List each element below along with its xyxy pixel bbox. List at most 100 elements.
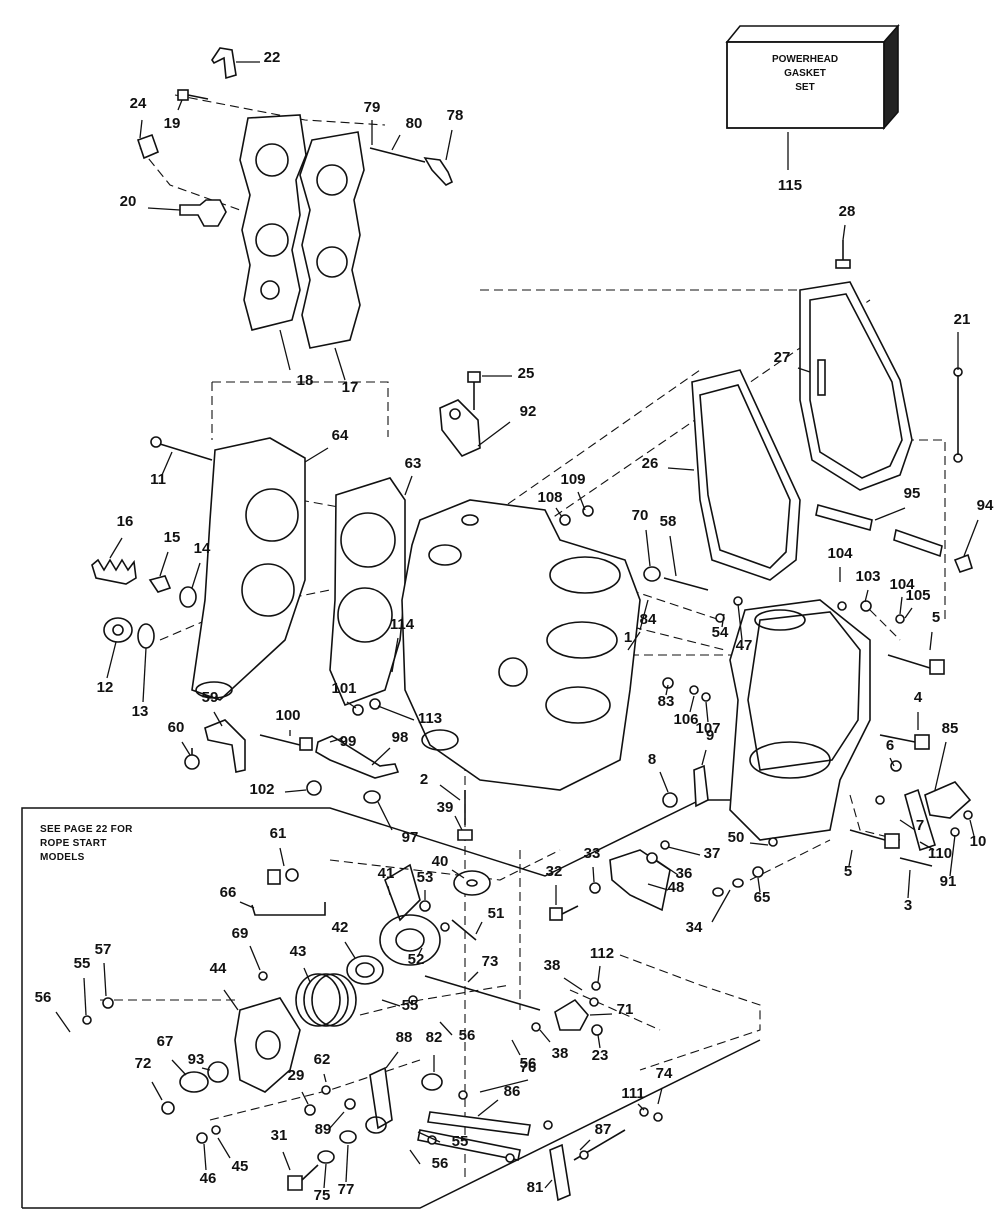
callout-leader-40 [451,869,465,879]
small-parts [82,505,973,1163]
callout-105: 105 [905,587,930,604]
callout-38: 38 [544,957,561,974]
callout-leader-16 [109,537,123,559]
callout-leader-50 [749,842,769,846]
callout-leader-81 [544,1179,553,1189]
callout-leader-5 [848,849,853,867]
bushing-42 [346,955,384,985]
callout-9: 9 [706,727,714,744]
cam-41 [379,863,441,966]
callout-leader-71 [589,1013,613,1016]
callout-leader-64 [304,447,329,463]
bracket-85 [924,781,972,819]
callout-41: 41 [378,865,395,882]
callout-92: 92 [520,403,537,420]
callout-72: 72 [135,1055,152,1072]
callout-leader-23 [597,1034,601,1049]
bolt-102 [306,780,322,796]
callout-33: 33 [584,845,601,862]
callout-34: 34 [686,919,703,936]
callout-95: 95 [904,485,921,502]
callout-leader-9 [701,749,707,766]
callout-5: 5 [932,609,940,626]
fitting-94 [953,553,973,573]
callout-leader-109 [577,491,586,511]
callout-leader-113 [377,705,415,721]
callout-48: 48 [668,879,685,896]
callout-leader-5 [929,631,933,651]
callout-leader-60 [181,741,191,756]
callout-8: 8 [648,751,656,768]
valve-15 [148,575,172,593]
callout-leader-26 [667,467,695,471]
rod-73 [424,975,541,1011]
inset-frame: SEE PAGE 22 FOR ROPE START MODELS [21,799,761,1209]
bolt-28 [835,240,851,269]
callout-leader-102 [284,789,307,793]
callout-46: 46 [200,1170,217,1187]
callout-103: 103 [855,568,880,585]
callout-leader-8 [659,771,669,793]
callout-53: 53 [417,869,434,886]
bolt-8 [662,792,678,808]
callout-100: 100 [275,707,300,724]
callout-56: 56 [432,1155,449,1172]
callout-11: 11 [150,471,166,488]
callout-31: 31 [271,1127,288,1144]
callout-42: 42 [332,919,349,936]
callout-leader-76 [479,1079,529,1093]
sender-20 [179,199,227,227]
callout-19: 19 [164,115,181,132]
callout-leader-103 [864,589,869,603]
callout-leader-88 [385,1051,399,1069]
fitting-77 [339,1130,357,1144]
callout-leader-43 [303,967,311,983]
callout-leader-89 [329,1111,345,1129]
thermostat-12 [103,617,133,643]
bracket-92 [439,399,481,457]
callout-leader-104 [899,596,903,615]
callout-15: 15 [164,529,181,546]
callout-leader-87 [579,1139,591,1151]
callout-25: 25 [518,365,535,382]
bolt-4 [879,734,930,750]
callout-13: 13 [132,703,149,720]
callout-leader-58 [669,535,677,577]
callout-17: 17 [342,379,359,396]
tube-95 [815,503,943,558]
callout-69: 69 [232,925,249,942]
callout-106: 106 [673,711,698,728]
gasket-13 [137,623,155,649]
callout-leader-54 [721,613,725,628]
callout-104: 104 [889,576,915,593]
callout-2: 2 [420,771,428,788]
callout-leader-44 [223,989,239,1011]
callout-leader-47 [737,603,743,641]
callout-108: 108 [537,489,562,506]
callout-leader-61 [279,847,285,867]
callout-leader-56 [511,1039,521,1056]
callout-47: 47 [736,637,753,654]
callout-leader-114 [391,637,399,673]
spring-16 [91,558,137,585]
callout-leader-77 [345,1144,349,1183]
callout-leader-38 [539,1029,551,1043]
callout-leader-67 [171,1059,187,1076]
callout-10: 10 [970,833,987,850]
callout-leader-93 [201,1067,211,1071]
callout-leader-13 [142,647,147,703]
callout-leader-55 [417,1131,441,1143]
arm-88 [365,1066,393,1134]
callout-4: 4 [914,689,923,706]
stud-2-39 [457,790,473,841]
callout-82: 82 [426,1029,443,1046]
callout-leader-31 [282,1151,291,1171]
callout-leader-110 [919,841,935,851]
callout-65: 65 [754,889,771,906]
callout-52: 52 [408,951,425,968]
callout-71: 71 [617,1001,634,1018]
cylinder-head-gasket-18 [239,114,307,331]
callout-leader-84 [627,631,641,651]
callout-leader-72 [151,1081,163,1101]
